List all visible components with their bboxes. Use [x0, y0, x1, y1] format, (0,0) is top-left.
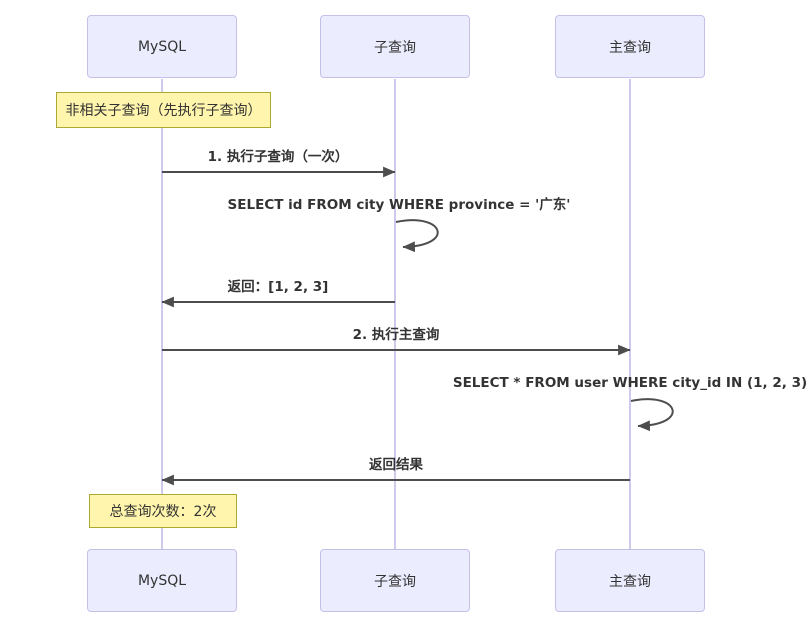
sql-label-mainquery: SELECT * FROM user WHERE city_id IN (1, … [452, 375, 808, 391]
self-loop-subquery [395, 219, 439, 253]
note-total-query-count: 总查询次数：2次 [89, 494, 237, 528]
self-loop-mainquery [630, 398, 674, 432]
actor-top-mainquery: 主查询 [555, 15, 705, 78]
actor-top-subquery: 子查询 [320, 15, 470, 78]
actor-bottom-subquery: 子查询 [320, 549, 470, 612]
actor-top-mysql: MySQL [87, 15, 237, 78]
message-label-return-result: 返回结果 [369, 457, 423, 473]
actor-bottom-mysql: MySQL [87, 549, 237, 612]
sql-label-subquery: SELECT id FROM city WHERE province = '广东… [227, 197, 571, 213]
message-label-execute-mainquery: 2. 执行主查询 [352, 327, 440, 343]
message-label-execute-subquery: 1. 执行子查询（一次） [207, 149, 349, 165]
actor-bottom-mainquery: 主查询 [555, 549, 705, 612]
note-uncorrelated-subquery: 非相关子查询（先执行子查询） [56, 92, 271, 128]
message-label-return-ids: 返回：[1, 2, 3] [227, 279, 329, 295]
